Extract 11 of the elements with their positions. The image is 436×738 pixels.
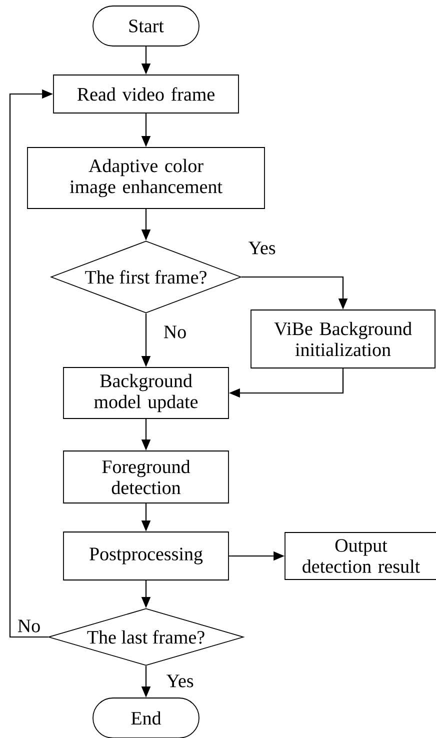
edge-label: No (162, 324, 188, 340)
process-box: Adaptive color image enhancement (27, 147, 265, 209)
process-box: Foreground detection (63, 450, 229, 504)
edge-label: No (16, 618, 42, 634)
process-box: Background model update (63, 367, 229, 419)
process-box: Read video frame (53, 74, 239, 114)
edge-label: Yes (247, 240, 277, 256)
process-box: Postprocessing (63, 532, 229, 580)
process-box: ViBe Background initialization (250, 310, 436, 368)
process-box: Output detection result (284, 532, 436, 580)
edge-label: Yes (165, 674, 195, 688)
